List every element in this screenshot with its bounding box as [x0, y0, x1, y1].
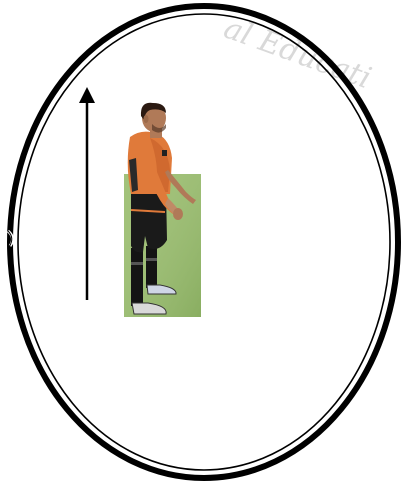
upward-arrow [79, 87, 95, 300]
watermark-text: al Educati [219, 11, 375, 96]
soccer-player-icon [124, 103, 201, 317]
outer-ring [10, 6, 398, 478]
watermark: al Educati [219, 11, 375, 96]
arrow-head-icon [79, 87, 95, 103]
